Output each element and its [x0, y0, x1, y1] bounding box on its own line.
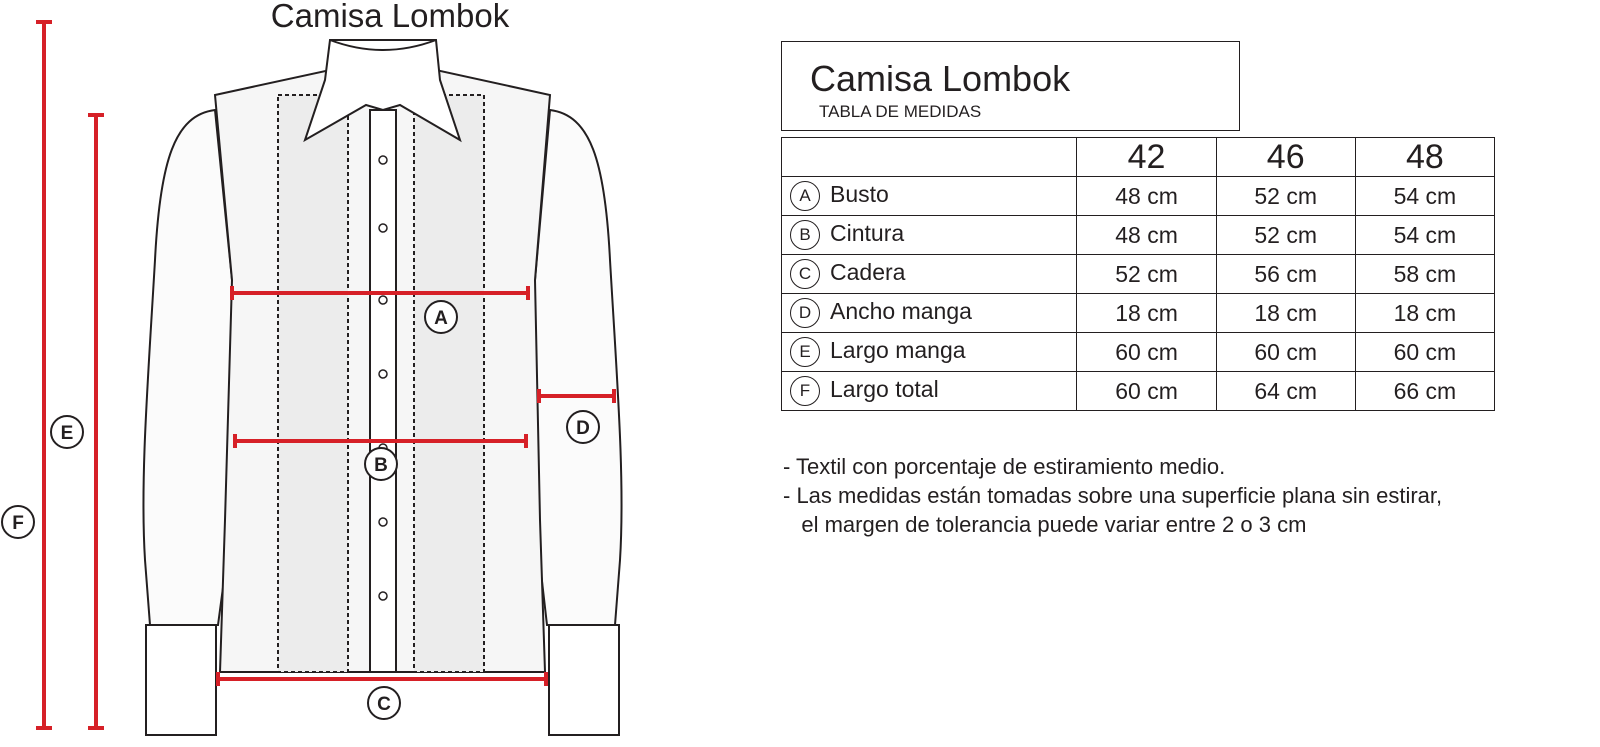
empty-header-cell	[780, 137, 1078, 177]
cell: 54 cm	[1354, 215, 1496, 255]
table-row: D Ancho manga 18 cm 18 cm 18 cm	[780, 293, 1496, 333]
cell: 60 cm	[1076, 332, 1217, 372]
row-label: Cintura	[830, 220, 905, 247]
row-label: Largo manga	[830, 337, 966, 364]
size-header-row: 42 46 48	[780, 137, 1496, 177]
row-key: B	[790, 220, 820, 250]
cell: 48 cm	[1076, 215, 1217, 255]
drawing-title: Camisa Lombok	[271, 0, 510, 34]
size-chart-header: Camisa Lombok TABLA DE MEDIDAS	[781, 41, 1240, 131]
cell: 64 cm	[1215, 371, 1356, 411]
row-label: Ancho manga	[830, 298, 972, 325]
cell: 56 cm	[1215, 254, 1356, 294]
row-key: C	[790, 259, 820, 289]
marker-E: E	[50, 415, 84, 449]
note-line: el margen de tolerancia puede variar ent…	[783, 512, 1307, 537]
cell: 18 cm	[1354, 293, 1496, 333]
size-48: 48	[1354, 137, 1496, 177]
size-table: 42 46 48 A Busto 48 cm 52 cm 54 cm B Cintu…	[780, 137, 1496, 411]
table-row: B Cintura 48 cm 52 cm 54 cm	[780, 215, 1496, 255]
svg-text:B: B	[374, 455, 388, 476]
row-label: Largo total	[830, 376, 939, 403]
size-42: 42	[1076, 137, 1217, 177]
note-line: - Textil con porcentaje de estiramiento …	[783, 454, 1226, 479]
table-row: F Largo total 60 cm 64 cm 66 cm	[780, 371, 1496, 411]
cell: 60 cm	[1354, 332, 1496, 372]
shirt-technical-drawing: Camisa Lombok A B C D E F	[1, 0, 623, 736]
table-row: C Cadera 52 cm 56 cm 58 cm	[780, 254, 1496, 294]
svg-text:A: A	[434, 308, 448, 329]
row-key: A	[790, 181, 820, 211]
marker-F: F	[1, 505, 35, 539]
size-46: 46	[1215, 137, 1356, 177]
cell: 54 cm	[1354, 176, 1496, 216]
marker-C: C	[367, 686, 401, 720]
cell: 52 cm	[1215, 215, 1356, 255]
table-row: A Busto 48 cm 52 cm 54 cm	[780, 176, 1496, 216]
svg-text:D: D	[576, 418, 590, 439]
row-label: Cadera	[830, 259, 906, 286]
svg-text:C: C	[377, 694, 391, 715]
marker-D: D	[566, 410, 600, 444]
cell: 60 cm	[1215, 332, 1356, 372]
size-chart-title: Camisa Lombok	[810, 58, 1071, 99]
shirt-outline	[142, 39, 623, 736]
note-line: - Las medidas están tomadas sobre una su…	[783, 483, 1443, 508]
table-row: E Largo manga 60 cm 60 cm 60 cm	[780, 332, 1496, 372]
cell: 52 cm	[1076, 254, 1217, 294]
row-key: F	[790, 376, 820, 406]
notes: - Textil con porcentaje de estiramiento …	[783, 452, 1442, 539]
svg-text:F: F	[12, 513, 24, 534]
cell: 18 cm	[1076, 293, 1217, 333]
row-label: Busto	[830, 181, 889, 208]
cell: 60 cm	[1076, 371, 1217, 411]
cell: 52 cm	[1215, 176, 1356, 216]
measure-lines	[36, 20, 616, 730]
row-key: D	[790, 298, 820, 328]
marker-B: B	[364, 447, 398, 481]
size-chart-subtitle: TABLA DE MEDIDAS	[819, 102, 982, 121]
cell: 58 cm	[1354, 254, 1496, 294]
svg-text:E: E	[61, 423, 74, 444]
row-key: E	[790, 337, 820, 367]
marker-A: A	[424, 300, 458, 334]
cell: 48 cm	[1076, 176, 1217, 216]
cell: 18 cm	[1215, 293, 1356, 333]
cell: 66 cm	[1354, 371, 1496, 411]
